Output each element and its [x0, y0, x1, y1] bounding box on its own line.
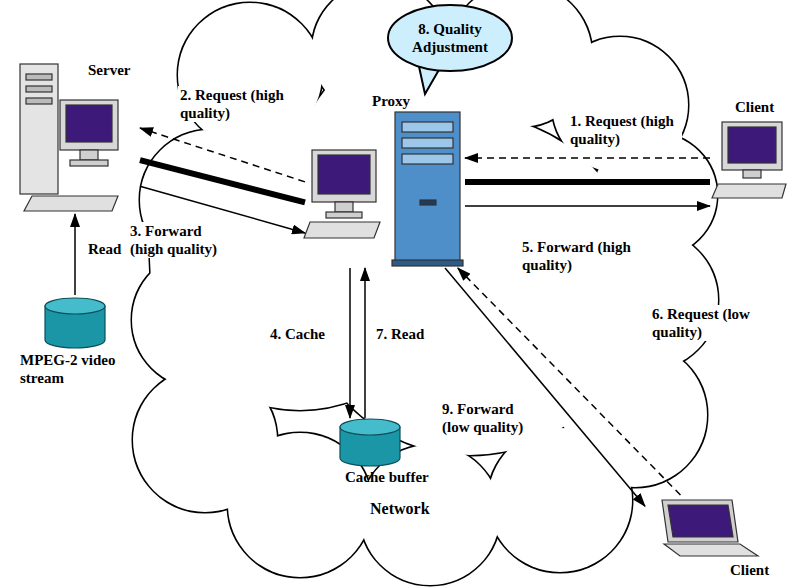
- request-arrow: [465, 157, 710, 159]
- edge-label: 2. Request (high quality): [178, 86, 286, 122]
- edge-label: 7. Read: [374, 325, 426, 343]
- request-arrow: [140, 128, 305, 182]
- forward-arrow: [349, 268, 351, 418]
- storage-cylinder: [45, 298, 105, 348]
- edge-label: 1. Request (high quality): [568, 112, 682, 148]
- node-label: Client: [735, 98, 774, 116]
- edge-label: 4. Cache: [268, 325, 327, 343]
- forward-arrow: [445, 268, 645, 506]
- node-label: 8. Quality Adjustment: [400, 20, 500, 56]
- edge-label: 6. Request (low quality): [650, 305, 754, 341]
- forward-arrow: [364, 268, 366, 418]
- node-label: Proxy: [372, 92, 410, 110]
- storage-node: MPEG-2 video stream: [15, 295, 130, 400]
- edge-label: 5. Forward (high quality): [520, 238, 634, 274]
- client-laptop-icon: [662, 500, 758, 556]
- proxy-icon: [304, 112, 463, 266]
- server-node: Server: [18, 60, 140, 214]
- edge-label: 9. Forward (low quality): [440, 400, 539, 436]
- region-label: Network: [368, 500, 432, 518]
- speech-bubble: [388, 5, 512, 94]
- node-label: Server: [88, 61, 130, 79]
- node-label: Client: [730, 561, 769, 579]
- client-node: Client: [645, 495, 790, 582]
- proxy-node: Proxy: [305, 92, 465, 268]
- edge-label: 3. Forward (high quality): [128, 222, 236, 258]
- client-desktop-icon: [712, 122, 786, 198]
- server-icon: [20, 64, 118, 211]
- request-arrow: [458, 268, 681, 495]
- client-node: Client: [710, 96, 792, 206]
- node-label: Cache buffer: [345, 468, 429, 486]
- forward-arrow: [74, 214, 76, 295]
- forward-arrow: [465, 205, 710, 207]
- storage-cylinder: [340, 419, 400, 466]
- network-link: [140, 160, 305, 202]
- node-label: MPEG-2 video stream: [20, 351, 116, 387]
- edge-label: Read: [86, 240, 123, 258]
- network-link: [465, 179, 710, 185]
- callout-bubble: 8. Quality Adjustment: [388, 5, 512, 71]
